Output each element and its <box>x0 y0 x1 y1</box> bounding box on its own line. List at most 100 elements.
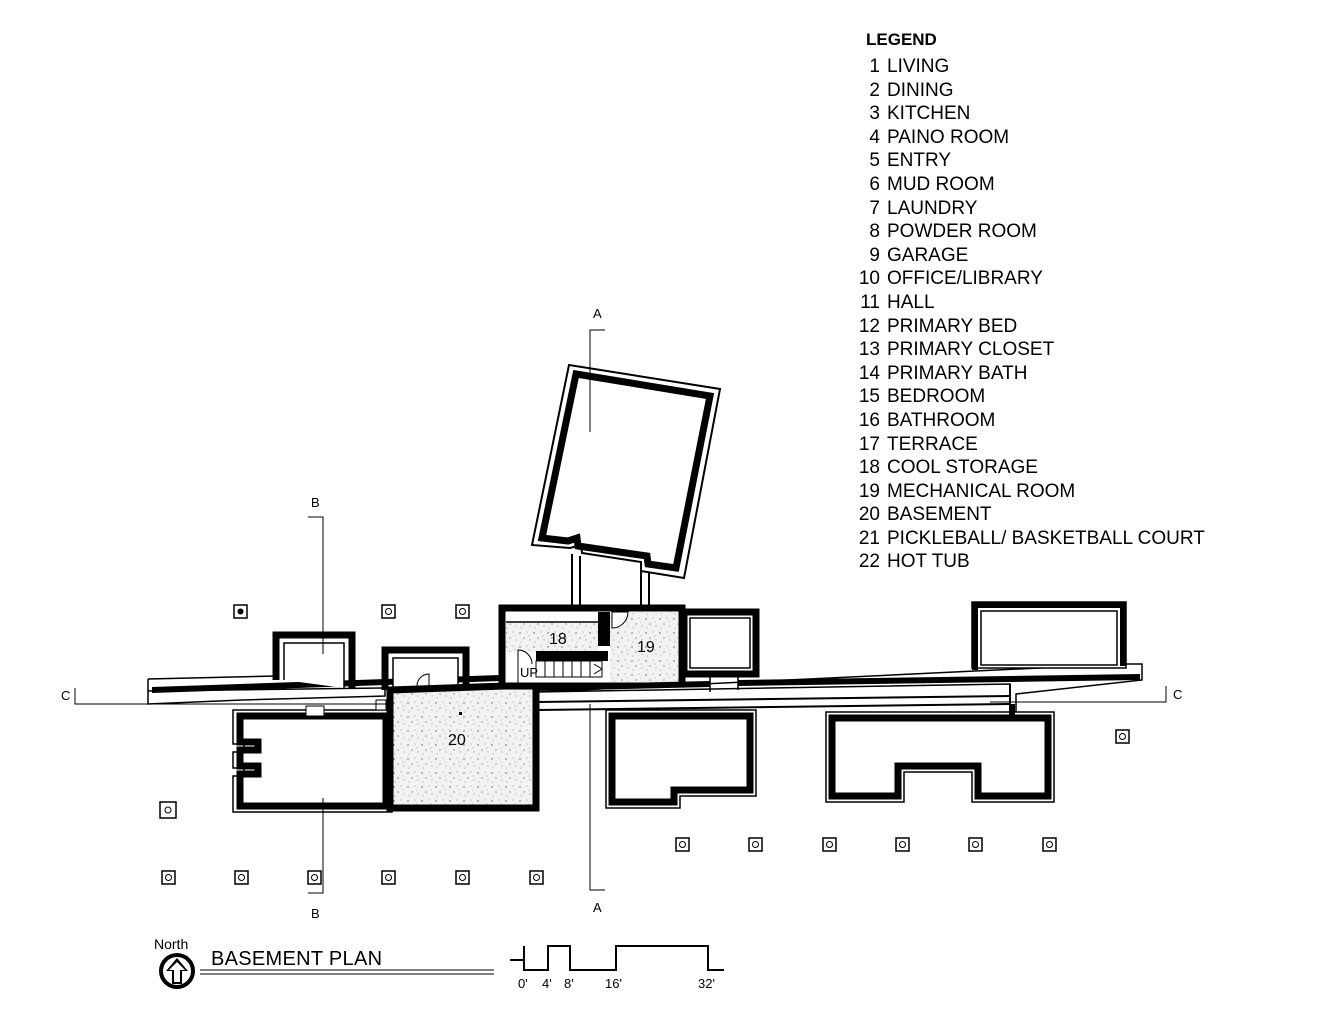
legend-item: 20 BASEMENT <box>858 503 1205 527</box>
scale-bar <box>510 945 724 971</box>
legend-item-number: 5 <box>869 150 880 172</box>
legend-item-number: 13 <box>858 339 880 361</box>
legend-item-label: MECHANICAL ROOM <box>887 480 1076 502</box>
legend-item-number: 14 <box>858 362 880 384</box>
legend-item-label: PRIMARY BATH <box>887 362 1028 384</box>
legend-item-number: 18 <box>858 457 880 479</box>
storage-mechanical-block <box>498 604 760 690</box>
west-bump-rooms <box>272 631 470 690</box>
north-arrow-icon <box>159 953 195 989</box>
pier <box>968 837 983 852</box>
legend-item-label: BASEMENT <box>887 504 992 526</box>
legend-item-label: PRIMARY BED <box>887 315 1018 337</box>
legend-item: 10 OFFICE/LIBRARY <box>858 267 1205 291</box>
pier <box>381 604 396 619</box>
legend-item-number: 2 <box>869 79 880 101</box>
pier <box>895 837 910 852</box>
legend-item-label: PICKLEBALL/ BASKETBALL COURT <box>887 527 1205 549</box>
legend-item-number: 19 <box>858 480 880 502</box>
retaining-wall-east <box>535 663 1143 713</box>
legend-item-label: HALL <box>887 291 935 313</box>
legend-item-label: OFFICE/LIBRARY <box>887 268 1043 290</box>
section-b-bottom-label: B <box>311 906 320 921</box>
south-rooms-east <box>605 704 1055 809</box>
column-piers <box>159 604 1130 885</box>
legend-item-label: BEDROOM <box>887 386 986 408</box>
northeast-room <box>971 601 1127 670</box>
legend-item: 2 DINING <box>858 79 1205 103</box>
court-structure <box>530 363 722 608</box>
pier <box>1115 729 1130 744</box>
pier <box>1042 837 1057 852</box>
legend-item: 19 MECHANICAL ROOM <box>858 480 1205 504</box>
section-a-top-label: A <box>593 306 602 321</box>
legend-item-label: PRIMARY CLOSET <box>887 339 1055 361</box>
legend-item-number: 22 <box>858 551 880 573</box>
legend-item-label: PAINO ROOM <box>887 126 1010 148</box>
legend-item-label: MUD ROOM <box>887 173 995 195</box>
legend-item: 8 POWDER ROOM <box>858 220 1205 244</box>
room-label-cool-storage: 18 <box>549 631 567 648</box>
pier <box>381 870 396 885</box>
section-lines <box>74 329 1167 894</box>
legend-item-label: POWDER ROOM <box>887 221 1037 243</box>
section-c-left-label: C <box>61 688 70 703</box>
legend-item-number: 9 <box>869 244 880 266</box>
legend-item-number: 8 <box>869 221 880 243</box>
pier <box>455 870 470 885</box>
scale-label-0: 0' <box>518 976 528 991</box>
legend-item-label: BATHROOM <box>887 409 996 431</box>
legend-item-number: 20 <box>858 504 880 526</box>
legend-item: 14 PRIMARY BATH <box>858 362 1205 386</box>
legend-item-label: COOL STORAGE <box>887 457 1038 479</box>
legend-item: 6 MUD ROOM <box>858 173 1205 197</box>
legend-item-number: 3 <box>869 103 880 125</box>
legend-item-number: 11 <box>860 291 880 313</box>
legend-title: LEGEND <box>866 30 937 49</box>
north-label: North <box>154 936 189 952</box>
pier <box>233 604 248 619</box>
pier <box>307 870 322 885</box>
legend-item-label: GARAGE <box>887 244 969 266</box>
room-label-basement: 20 <box>448 732 466 749</box>
legend-item-number: 6 <box>869 173 880 195</box>
legend-item: 16 BATHROOM <box>858 409 1205 433</box>
pier <box>748 837 763 852</box>
legend-item-number: 15 <box>858 386 880 408</box>
legend-item-label: DINING <box>887 79 954 101</box>
legend-item: 18 COOL STORAGE <box>858 456 1205 480</box>
legend-item-number: 16 <box>858 409 880 431</box>
pier <box>234 870 249 885</box>
scale-label-16: 16' <box>605 976 622 991</box>
scale-label-8: 8' <box>564 976 574 991</box>
section-a-bottom-label: A <box>593 900 602 915</box>
legend-item-label: LIVING <box>887 56 950 77</box>
legend-item-number: 17 <box>858 433 880 455</box>
legend-item-number: 7 <box>869 197 880 219</box>
legend-item-number: 10 <box>858 268 880 290</box>
legend-item-label: ENTRY <box>887 150 952 172</box>
pier <box>529 870 544 885</box>
legend-item: 13 PRIMARY CLOSET <box>858 338 1205 362</box>
west-room <box>232 699 393 813</box>
legend-item: 11 HALL <box>858 291 1205 315</box>
stair-up-label: UP <box>520 665 538 680</box>
scale-label-4: 4' <box>542 976 552 991</box>
pier <box>161 870 176 885</box>
section-b-top-label: B <box>311 495 320 510</box>
pier <box>675 837 690 852</box>
legend-item-number: 4 <box>869 126 880 148</box>
plan-title: BASEMENT PLAN <box>211 948 383 970</box>
pier <box>455 604 470 619</box>
legend-item: 5 ENTRY <box>858 149 1205 173</box>
